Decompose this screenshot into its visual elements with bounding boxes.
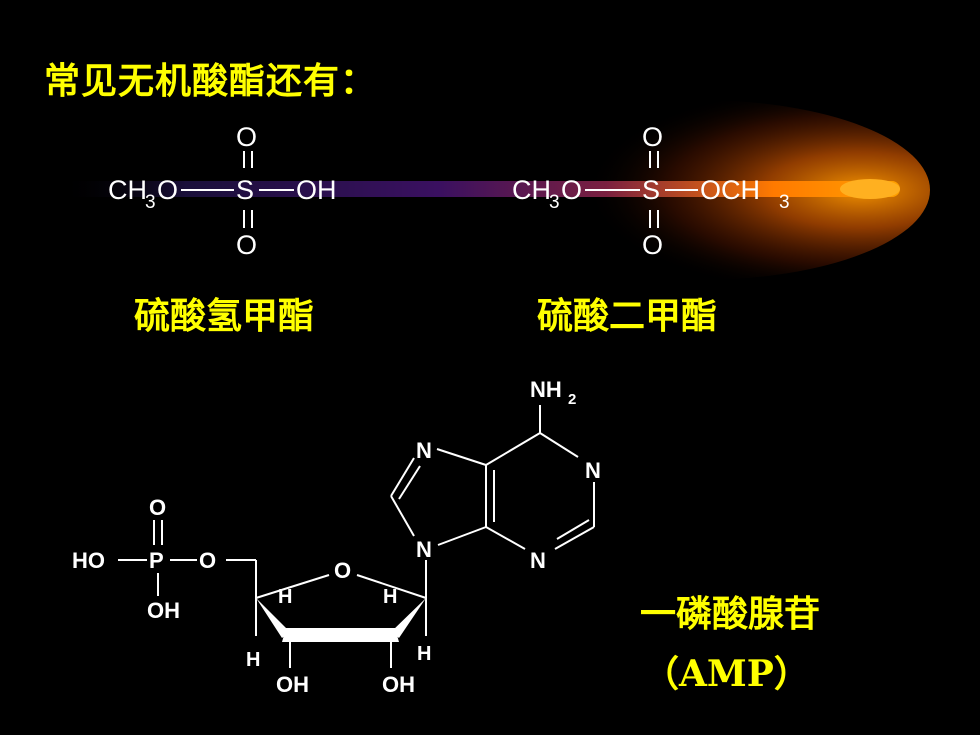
amp-top-oxygen: O	[149, 495, 166, 520]
c1-top-oxygen: O	[236, 122, 257, 152]
c1-sulfur: S	[236, 175, 254, 205]
compound2-name: 硫酸二甲酯	[537, 295, 718, 337]
c1-left-o: O	[157, 175, 178, 205]
c2-left-o: O	[561, 175, 582, 205]
c1-left-sub: 3	[145, 192, 156, 213]
amp-n3-label: N	[530, 548, 546, 573]
amp-phosphorus-label: P	[149, 548, 164, 573]
amp-h-c4: H	[278, 586, 292, 608]
c2-right-sub: 3	[779, 192, 790, 213]
amp-name: 一磷酸腺苷	[640, 593, 821, 635]
amp-nh-sub: 2	[568, 391, 576, 408]
c2-top-oxygen: O	[642, 122, 663, 152]
amp-h-c1: H	[383, 586, 397, 608]
slide-title: 常见无机酸酯还有：	[44, 60, 378, 102]
amp-link-oxygen: O	[199, 548, 216, 573]
c1-left-ch: CH	[108, 175, 147, 205]
amp-ring-oxygen: O	[334, 558, 351, 583]
c1-bottom-oxygen: O	[236, 230, 257, 260]
amp-nh-label: NH	[530, 377, 562, 402]
c2-left-ch: CH	[512, 175, 551, 205]
compound1-name: 硫酸氢甲酯	[134, 295, 315, 337]
amp-oh-c3: OH	[276, 672, 309, 697]
c2-right-och: OCH	[700, 175, 760, 205]
amp-h-c2: H	[417, 643, 431, 665]
amp-bottom-oh: OH	[147, 598, 180, 623]
wedge-bond-left	[256, 598, 290, 638]
wedge-bond-front	[282, 628, 399, 642]
compound-dimethyl-sulfate: O CH 3 O S OCH 3 O	[512, 122, 790, 260]
c2-sulfur: S	[642, 175, 660, 205]
amp-abbreviation: （AMP）	[643, 653, 810, 695]
amp-n7-label: N	[416, 438, 432, 463]
c2-bottom-oxygen: O	[642, 230, 663, 260]
wedge-bond-right	[391, 598, 426, 638]
amp-n1-label: N	[585, 458, 601, 483]
amp-oh-c2: OH	[382, 672, 415, 697]
compound-methyl-hydrogen-sulfate: O CH 3 O S OH O	[108, 122, 337, 260]
c1-right-oh: OH	[296, 175, 337, 205]
comet-beam-decoration	[60, 100, 930, 280]
c2-left-sub: 3	[549, 192, 560, 213]
amp-h-c3: H	[246, 649, 260, 671]
amp-n9-label: N	[416, 537, 432, 562]
amp-ho-label: HO	[72, 548, 105, 573]
amp-structure	[118, 405, 595, 668]
